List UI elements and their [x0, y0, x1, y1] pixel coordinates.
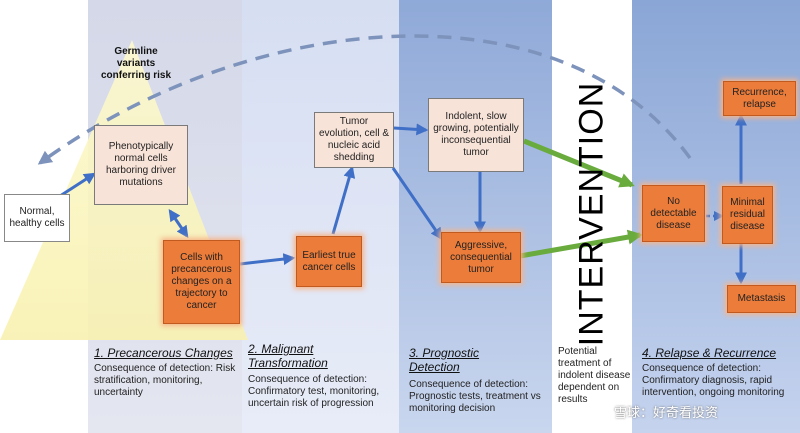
box-recurrence-relapse: Recurrence, relapse	[723, 81, 796, 116]
arrow-aggressive-to-no-disease	[519, 229, 643, 259]
stage-1-title: 1. Precancerous Changes	[94, 346, 233, 360]
box-phenotypic-normal-cells: Phenotypically normal cells harboring dr…	[94, 125, 188, 205]
arrow-indolent-to-no-disease	[523, 138, 635, 188]
stage-3-title: 3. Prognostic Detection	[409, 346, 480, 374]
germline-variants-label: Germline variants conferring risk	[100, 46, 172, 81]
box-metastasis: Metastasis	[727, 285, 796, 313]
arrow-earliest-to-evolution	[331, 165, 356, 235]
box-no-detectable-disease: No detectable disease	[642, 185, 705, 242]
intervention-text: INTERVENTION	[572, 81, 611, 347]
dashed-return-arc	[37, 34, 692, 165]
stage-2-title: 2. Malignant Transformation	[248, 342, 328, 370]
box-earliest-cancer-cells: Earliest true cancer cells	[296, 236, 362, 287]
stage-4-title: 4. Relapse & Recurrence	[642, 346, 777, 360]
arrow-evolution-to-aggressive	[391, 167, 443, 240]
arrow-normal-to-phenotypic	[59, 172, 97, 198]
watermark-text: 雪球：好奇看投资	[614, 405, 719, 420]
arrow-precancerous-to-earliest	[239, 253, 296, 266]
arrow-evolution-to-indolent	[393, 123, 429, 136]
box-aggressive-tumor: Aggressive, consequential tumor	[441, 232, 521, 283]
arrow-phenotypic-precancerous	[168, 209, 189, 238]
intervention-note: Potential treatment of indolent disease …	[558, 346, 631, 405]
box-tumor-evolution: Tumor evolution, cell & nucleic acid she…	[314, 112, 394, 168]
box-precancerous-cells: Cells with precancerous changes on a tra…	[163, 240, 240, 324]
stage-2-subtitle: Consequence of detection: Confirmatory t…	[248, 374, 380, 409]
stage-4-subtitle: Consequence of detection: Confirmatory d…	[642, 363, 785, 398]
stage-3-subtitle: Consequence of detection: Prognostic tes…	[409, 379, 541, 414]
box-indolent-tumor: Indolent, slow growing, potentially inco…	[428, 98, 524, 172]
stage-band-malignant	[242, 0, 399, 433]
stage-1-subtitle: Consequence of detection: Risk stratific…	[94, 363, 236, 398]
box-minimal-residual-disease: Minimal residual disease	[722, 186, 773, 244]
box-normal-healthy-cells: Normal, healthy cells	[4, 194, 70, 242]
